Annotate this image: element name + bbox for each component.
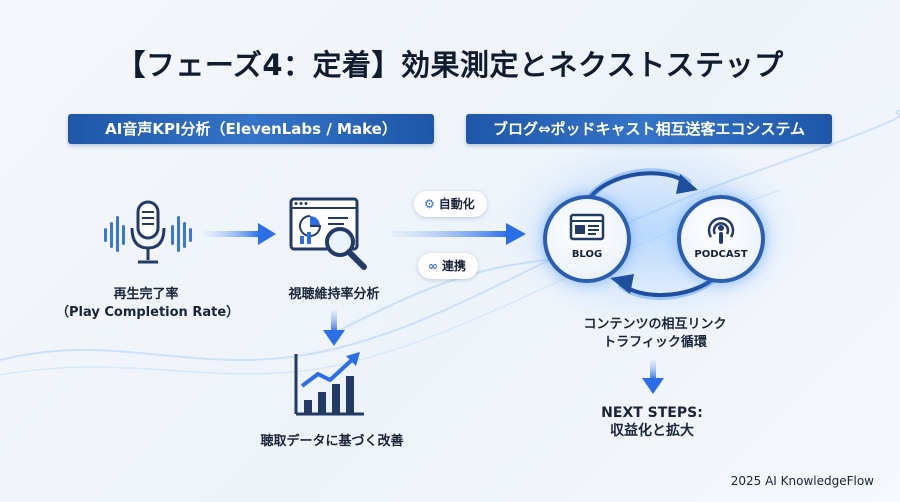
growth-chart-icon bbox=[294, 352, 364, 416]
flow-arrow-analysis-to-improve bbox=[323, 310, 345, 346]
chart-magnifier-icon bbox=[289, 197, 367, 270]
footer-credit: 2025 AI KnowledgeFlow bbox=[730, 474, 874, 488]
microphone-icon bbox=[104, 200, 192, 264]
podcast-label: PODCAST bbox=[694, 249, 748, 260]
play-completion-label-line1: 再生完了率 bbox=[113, 287, 179, 302]
crosslink-label: コンテンツの相互リンク トラフィック循環 bbox=[560, 316, 750, 352]
podcast-icon bbox=[707, 217, 735, 244]
browser-icon bbox=[569, 213, 605, 241]
next-steps-label: NEXT STEPS: 収益化と拡大 bbox=[570, 404, 734, 440]
data-improvement-label: 聴取データに基づく改善 bbox=[260, 434, 404, 449]
blog-node: BLOG bbox=[543, 195, 631, 283]
gear-icon: ⚙ bbox=[424, 197, 435, 211]
link-icon: ∞ bbox=[428, 259, 438, 273]
flow-arrow-mic-to-analysis bbox=[204, 223, 276, 245]
blog-label: BLOG bbox=[571, 249, 603, 260]
kpi-analysis-banner: AI音声KPI分析（ElevenLabs / Make） bbox=[68, 114, 434, 144]
integration-pill: ∞ 連携 bbox=[418, 253, 479, 279]
play-completion-label-line2: （Play Completion Rate） bbox=[56, 305, 240, 320]
page-title: 【フェーズ4：定着】効果測定とネクストステップ bbox=[116, 48, 784, 82]
crosslink-label-line2: トラフィック循環 bbox=[603, 335, 707, 350]
flow-arrow-to-ecosystem bbox=[392, 223, 526, 245]
play-completion-label: 再生完了率 （Play Completion Rate） bbox=[56, 286, 240, 322]
integration-pill-label: 連携 bbox=[442, 259, 467, 273]
next-steps-label-line2: 収益化と拡大 bbox=[610, 423, 694, 439]
crosslink-label-line1: コンテンツの相互リンク bbox=[583, 317, 727, 332]
podcast-node: PODCAST bbox=[677, 195, 765, 283]
retention-analysis-label: 視聴維持率分析 bbox=[288, 287, 380, 302]
next-steps-label-line1: NEXT STEPS: bbox=[601, 405, 703, 421]
automation-pill: ⚙自動化 bbox=[414, 191, 487, 217]
flow-arrow-to-next-steps bbox=[642, 360, 664, 394]
ecosystem-banner: ブログ⇔ポッドキャスト相互送客エコシステム bbox=[466, 114, 832, 144]
automation-pill-label: 自動化 bbox=[438, 197, 475, 211]
